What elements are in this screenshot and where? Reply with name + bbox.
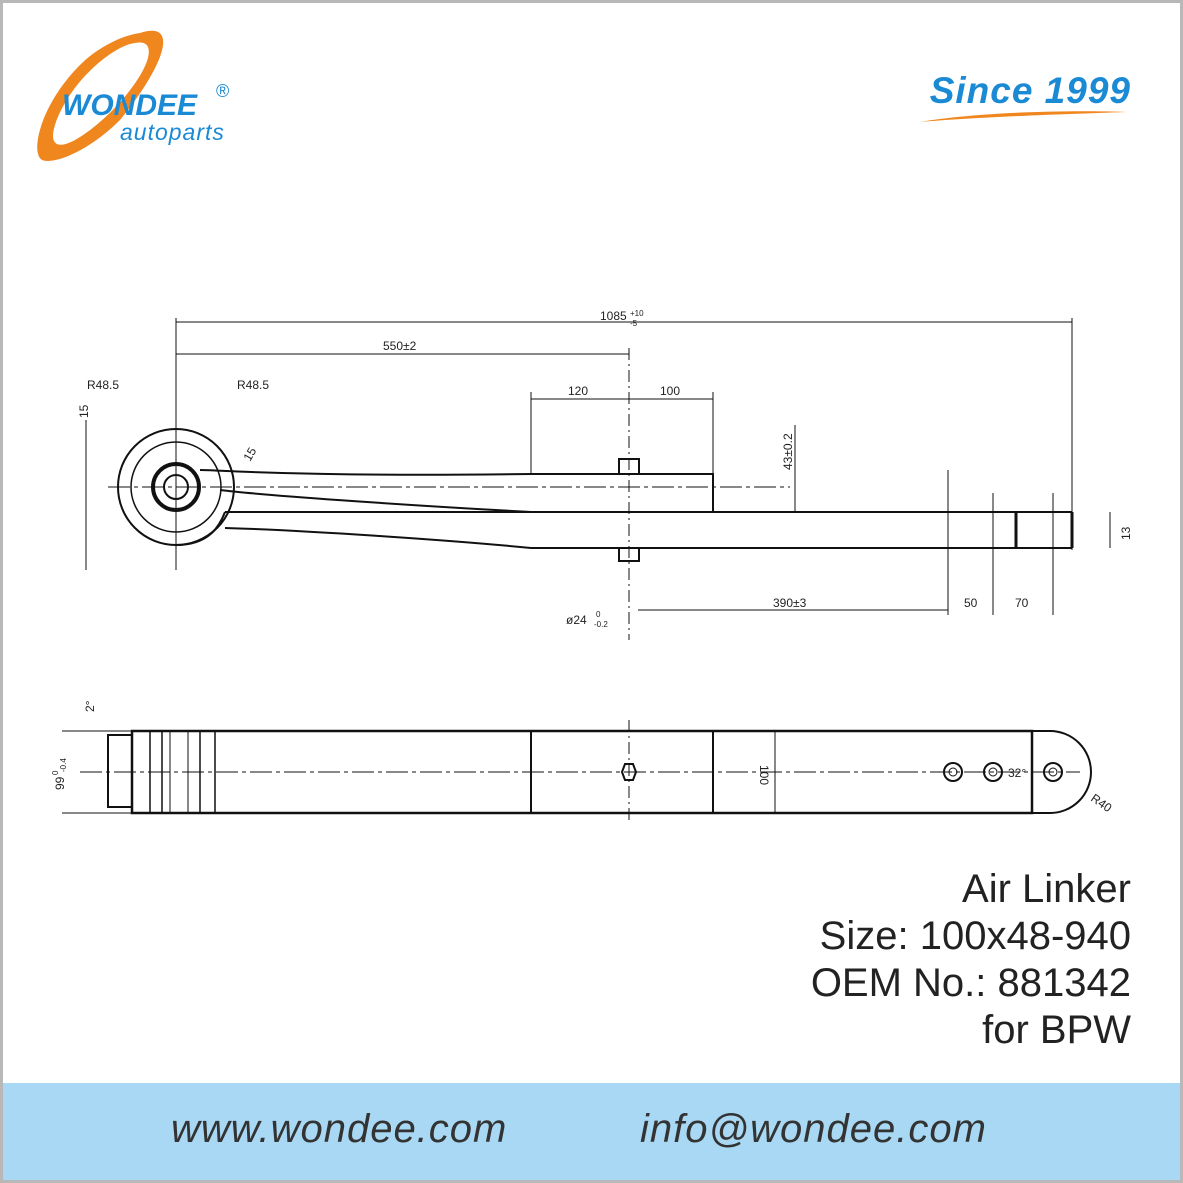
product-for: for BPW	[982, 1008, 1131, 1052]
dim-eye-offset: 15	[77, 404, 91, 418]
dim-end-radius: R40	[1088, 791, 1114, 815]
dim-eye-thickness: 15	[240, 445, 259, 464]
registered-mark: ®	[216, 81, 229, 101]
top-view	[62, 720, 1092, 820]
dim-seat-right: 100	[660, 384, 680, 398]
wondee-logo: WONDEE ® autoparts	[30, 25, 260, 175]
dim-hole-distance: 390±3	[773, 596, 807, 610]
logo-wondee: WONDEE	[62, 89, 198, 122]
website-link[interactable]: www.wondee.com	[171, 1107, 508, 1151]
dim-bolt-tol-upper: 0	[596, 610, 601, 619]
swoosh-decoration	[920, 111, 1126, 122]
dim-hole-pitch-1: 50	[964, 596, 978, 610]
dim-radius-left: R48.5	[87, 378, 119, 392]
dim-overall-tol-minus: -5	[630, 319, 638, 328]
footer-bar: www.wondee.com info@wondee.com	[3, 1083, 1180, 1180]
product-oem: OEM No.: 881342	[810, 961, 1131, 1005]
dim-seat-left: 120	[568, 384, 588, 398]
email-link[interactable]: info@wondee.com	[640, 1107, 987, 1151]
dim-width-tol-upper: 0	[51, 770, 60, 775]
dim-radius-right: R48.5	[237, 378, 269, 392]
dim-end-thickness: 13	[1119, 526, 1133, 540]
dim-center-distance: 550±2	[383, 339, 417, 353]
dim-bolt-diameter: ø24	[566, 613, 587, 627]
dim-bolt-tol-lower: -0.2	[594, 620, 608, 629]
product-size: Size: 100x48-940	[819, 914, 1131, 958]
logo-autoparts: autoparts	[120, 119, 225, 145]
side-view	[85, 318, 1111, 640]
dim-height: 43±0.2	[781, 433, 795, 470]
dim-width-tol-lower: -0.4	[59, 758, 68, 772]
product-info: Air Linker Size: 100x48-940 OEM No.: 881…	[811, 866, 1131, 1054]
dim-angle-holes: 32°	[1008, 766, 1026, 780]
dim-width: 100	[757, 765, 771, 785]
dim-width-eye: 99	[53, 776, 67, 790]
since-1999: Since 1999	[929, 70, 1131, 111]
product-name: Air Linker	[962, 867, 1131, 911]
dim-overall-tol-plus: +10	[630, 309, 644, 318]
dim-overall-length: 1085	[600, 309, 627, 323]
dim-angle-top: 2°	[83, 700, 97, 712]
dim-hole-pitch-2: 70	[1015, 596, 1029, 610]
